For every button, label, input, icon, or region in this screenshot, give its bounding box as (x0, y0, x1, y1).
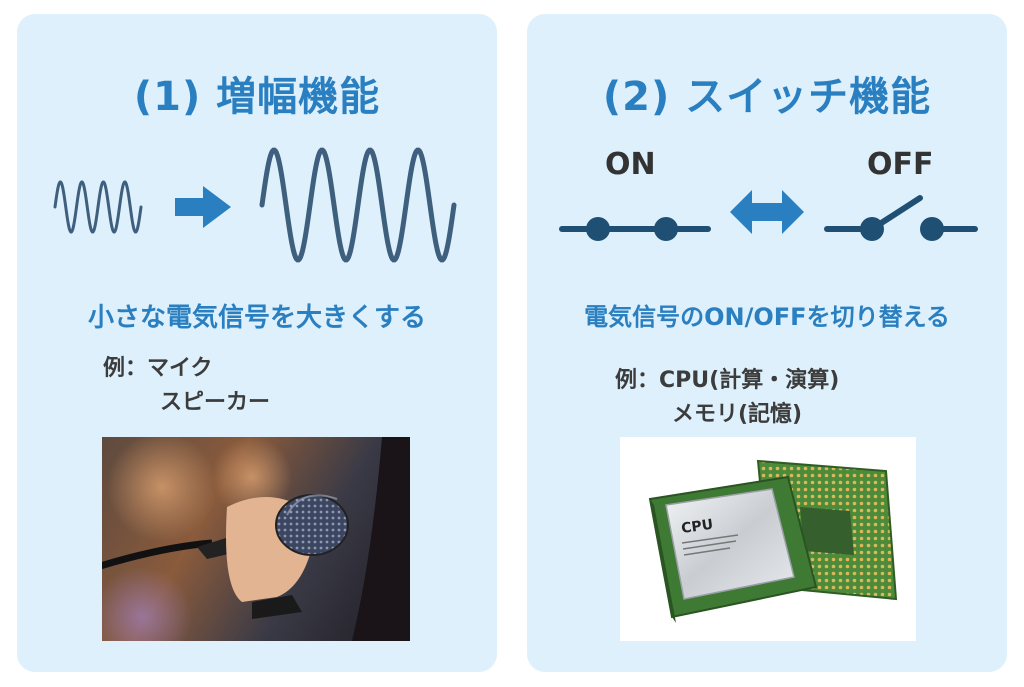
off-switch-icon (824, 195, 978, 241)
chip-label: CPU (680, 517, 714, 537)
switching-title: (2) スイッチ機能 (602, 74, 932, 120)
switching-panel: (2) スイッチ機能 ON OFF 電気信号のON/OFFを切り替える 例：CP… (527, 14, 1007, 672)
small-wave-icon (53, 180, 143, 234)
cpu-photo: CPU (620, 437, 916, 641)
amplification-title: (1) 増幅機能 (133, 74, 381, 120)
large-wave-icon (259, 147, 457, 263)
on-label: ON (605, 147, 656, 182)
off-label: OFF (867, 147, 934, 182)
microphone-icon (102, 437, 410, 641)
amplification-description: 小さな電気信号を大きくする (87, 303, 426, 333)
switching-description: 電気信号のON/OFFを切り替える (584, 303, 950, 331)
right-arrow-icon (175, 186, 231, 228)
amplification-example-2: スピーカー (160, 390, 271, 415)
microphone-photo (102, 437, 410, 641)
cpu-chip-icon: CPU (648, 459, 898, 623)
amplification-examples: 例：マイク スピーカー (103, 352, 270, 420)
switching-examples: 例：CPU(計算・演算) メモリ(記憶) (615, 364, 839, 432)
on-switch-icon (559, 217, 711, 241)
amplification-panel: (1) 増幅機能 小さな電気信号を大きくする 例：マイク スピーカー (17, 14, 497, 672)
amplification-example-1: 例：マイク (103, 356, 213, 381)
switching-example-2: メモリ(記憶) (672, 402, 803, 427)
switching-example-1: 例：CPU(計算・演算) (615, 368, 840, 393)
double-arrow-icon (730, 190, 804, 234)
